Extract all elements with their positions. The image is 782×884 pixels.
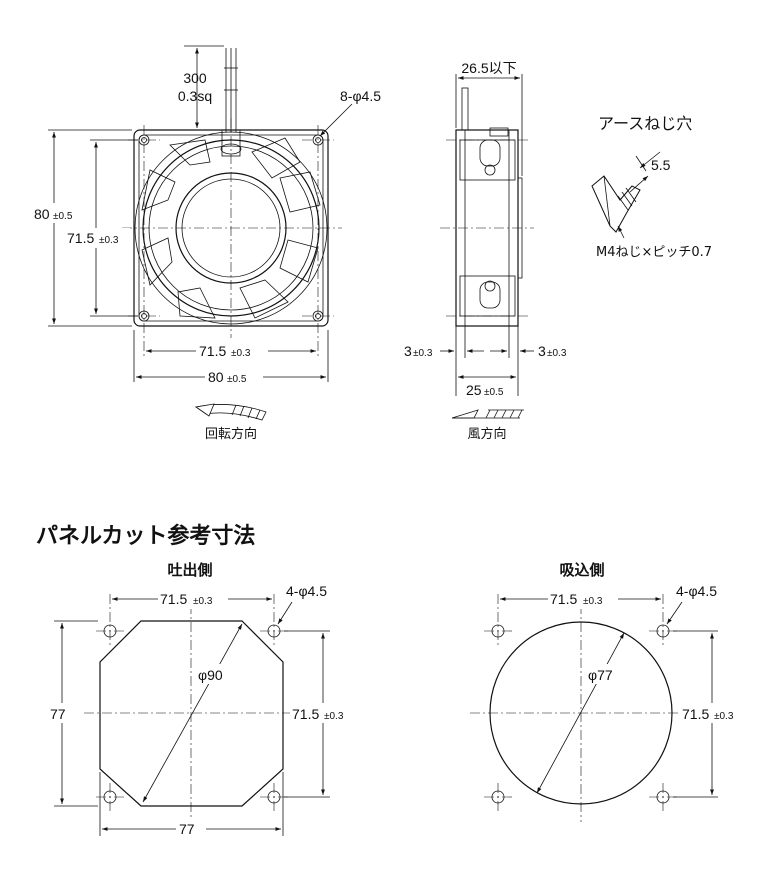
height-outer-tol: ±0.5 bbox=[53, 211, 73, 222]
airflow-label: 風方向 bbox=[467, 426, 506, 442]
width-pitch-label: 71.5 bbox=[199, 343, 226, 359]
panel-intake: 吸込側 71.5 ±0.3 4-φ4.5 φ77 71.5 ±0.3 bbox=[470, 561, 746, 822]
exhaust-side-w-label: 77 bbox=[179, 821, 195, 837]
panel-exhaust: 吐出側 71.5 ±0.3 4-φ4.5 φ90 77 bbox=[46, 561, 356, 839]
intake-pitch-h-label: 71.5 bbox=[550, 591, 577, 607]
exhaust-side-h-label: 77 bbox=[50, 706, 66, 722]
exhaust-cutout bbox=[99, 620, 284, 807]
intake-diameter-label: φ77 bbox=[588, 667, 613, 683]
side-view: 26.5以下 3 ±0.3 3 ±0.3 25 ±0.5 風方向 bbox=[404, 60, 567, 442]
depth-max-label: 26.5以下 bbox=[461, 60, 516, 76]
intake-pitch-v-label: 71.5 bbox=[682, 706, 709, 722]
exhaust-pitch-v-tol: ±0.3 bbox=[324, 711, 344, 722]
cable-size-label: 0.3sq bbox=[178, 88, 212, 104]
intake-pitch-v-tol: ±0.3 bbox=[714, 711, 734, 722]
intake-title: 吸込側 bbox=[559, 561, 604, 579]
flange-right-label: 3 bbox=[538, 343, 546, 359]
flange-left-tol: ±0.3 bbox=[413, 348, 433, 359]
ground-screw-detail: アースねじ穴 5.5 M4ねじ×ピッチ0.7 bbox=[591, 114, 712, 260]
airflow-arrow-icon bbox=[451, 409, 524, 419]
width-pitch-tol: ±0.3 bbox=[231, 348, 251, 359]
cable-length-label: 300 bbox=[183, 70, 207, 86]
intake-holes-label: 4-φ4.5 bbox=[676, 583, 717, 599]
exhaust-pitch-v-label: 71.5 bbox=[292, 706, 319, 722]
panel-cut-title: パネルカット参考寸法 bbox=[36, 523, 255, 549]
rotation-arrow-icon bbox=[194, 403, 267, 421]
exhaust-diameter-label: φ90 bbox=[198, 667, 223, 683]
fan-blades bbox=[141, 137, 321, 319]
ground-screw-title: アースねじ穴 bbox=[598, 114, 692, 133]
height-pitch-tol: ±0.3 bbox=[99, 235, 119, 246]
width-outer-tol: ±0.5 bbox=[227, 374, 247, 385]
holes-label: 8-φ4.5 bbox=[340, 88, 381, 104]
exhaust-pitch-h-label: 71.5 bbox=[160, 591, 187, 607]
front-view: 300 0.3sq 8-φ4.5 80 ±0.5 71.5 ±0.3 71.5 … bbox=[30, 45, 381, 442]
exhaust-holes-label: 4-φ4.5 bbox=[286, 583, 327, 599]
width-outer-label: 80 bbox=[208, 369, 224, 385]
screw-depth-label: 5.5 bbox=[651, 157, 671, 173]
flange-right-tol: ±0.3 bbox=[547, 348, 567, 359]
intake-pitch-h-tol: ±0.3 bbox=[583, 596, 603, 607]
height-outer-label: 80 bbox=[34, 206, 50, 222]
rotation-label: 回転方向 bbox=[205, 426, 257, 442]
depth-tol: ±0.5 bbox=[484, 387, 504, 398]
screw-spec-label: M4ねじ×ピッチ0.7 bbox=[596, 245, 712, 260]
depth-label: 25 bbox=[466, 382, 482, 398]
height-pitch-label: 71.5 bbox=[67, 230, 94, 246]
exhaust-title: 吐出側 bbox=[167, 561, 212, 579]
exhaust-pitch-h-tol: ±0.3 bbox=[193, 596, 213, 607]
flange-left-label: 3 bbox=[404, 343, 412, 359]
